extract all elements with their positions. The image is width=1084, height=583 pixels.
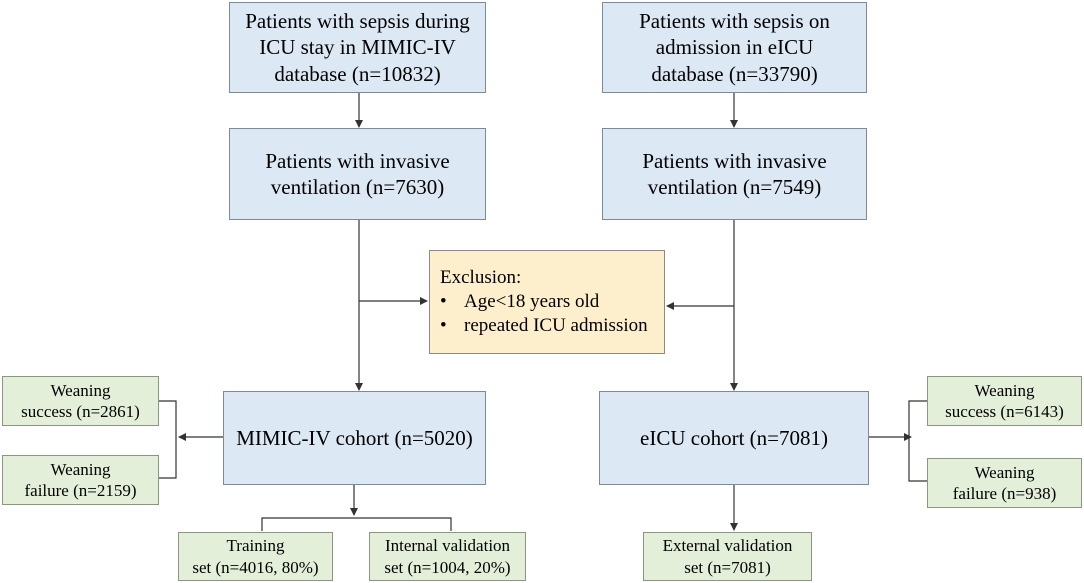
mimic-cohort-box: MIMIC-IV cohort (n=5020): [223, 391, 486, 485]
exclusion-item-repeated-text: repeated ICU admission: [464, 314, 648, 336]
eicu-weaning-success-box: Weaning success (n=6143): [927, 376, 1082, 426]
mimic-weaning-failure-line-2: failure (n=2159): [24, 481, 137, 500]
mimic-weaning-failure-box: Weaning failure (n=2159): [2, 455, 159, 505]
external-validation-line-2: set (n=7081): [684, 557, 771, 577]
eicu-invasive-box: Patients with invasive ventilation (n=75…: [602, 128, 867, 220]
eicu-sepsis-line-2: admission in eICU: [655, 35, 814, 60]
exclusion-item-repeated: • repeated ICU admission: [440, 314, 648, 338]
mimic-invasive-line-2: ventilation (n=7630): [270, 175, 445, 199]
internal-validation-box: Internal validation set (n=1004, 20%): [369, 532, 526, 581]
training-set-line-2: set (n=4016, 80%): [192, 557, 319, 577]
external-validation-box: External validation set (n=7081): [643, 532, 812, 581]
mimic-cohort-label: MIMIC-IV cohort (n=5020): [236, 425, 473, 450]
mimic-weaning-success-line-2: success (n=2861): [21, 402, 140, 421]
external-validation-line-1: External validation: [662, 536, 793, 556]
training-set-line-1: Training: [226, 536, 285, 556]
eicu-cohort-box: eICU cohort (n=7081): [599, 391, 869, 485]
training-set-box: Training set (n=4016, 80%): [178, 532, 333, 581]
eicu-weaning-failure-line-2: failure (n=938): [952, 484, 1057, 503]
eicu-weaning-success-line-1: Weaning: [974, 380, 1035, 400]
mimic-invasive-box: Patients with invasive ventilation (n=76…: [229, 128, 486, 220]
mimic-sepsis-line-1: Patients with sepsis during: [245, 9, 470, 34]
exclusion-title: Exclusion:: [440, 267, 522, 289]
eicu-invasive-line-2: ventilation (n=7549): [647, 175, 822, 199]
bullet-icon: •: [440, 291, 447, 313]
bracket-eicu-weaning: [908, 400, 927, 482]
eicu-cohort-label: eICU cohort (n=7081): [640, 425, 828, 450]
eicu-sepsis-line-3: database (n=33790): [651, 61, 818, 86]
internal-validation-line-2: set (n=1004, 20%): [384, 557, 511, 577]
mimic-weaning-success-box: Weaning success (n=2861): [2, 376, 159, 426]
mimic-weaning-failure-line-1: Weaning: [50, 459, 111, 479]
mimic-invasive-line-1: Patients with invasive: [265, 148, 450, 173]
eicu-sepsis-box: Patients with sepsis on admission in eIC…: [602, 2, 867, 93]
eicu-weaning-success-line-2: success (n=6143): [945, 402, 1064, 421]
exclusion-box: Exclusion: • Age<18 years old • repeated I…: [429, 250, 665, 354]
mimic-sepsis-line-3: database (n=10832): [274, 61, 441, 86]
eicu-weaning-failure-line-1: Weaning: [974, 462, 1035, 482]
eicu-weaning-failure-box: Weaning failure (n=938): [927, 458, 1082, 508]
mimic-weaning-success-line-1: Weaning: [50, 380, 111, 400]
exclusion-item-age: • Age<18 years old: [440, 290, 599, 314]
bracket-mimic-weaning: [159, 400, 177, 479]
mimic-sepsis-line-2: ICU stay in MIMIC-IV: [259, 35, 456, 60]
eicu-sepsis-line-1: Patients with sepsis on: [639, 9, 830, 34]
bracket-train-validation: [261, 517, 452, 531]
internal-validation-line-1: Internal validation: [384, 536, 511, 556]
bullet-icon: •: [440, 314, 447, 336]
mimic-sepsis-box: Patients with sepsis during ICU stay in …: [229, 2, 486, 93]
exclusion-item-age-text: Age<18 years old: [464, 291, 600, 313]
eicu-invasive-line-1: Patients with invasive: [642, 148, 827, 173]
